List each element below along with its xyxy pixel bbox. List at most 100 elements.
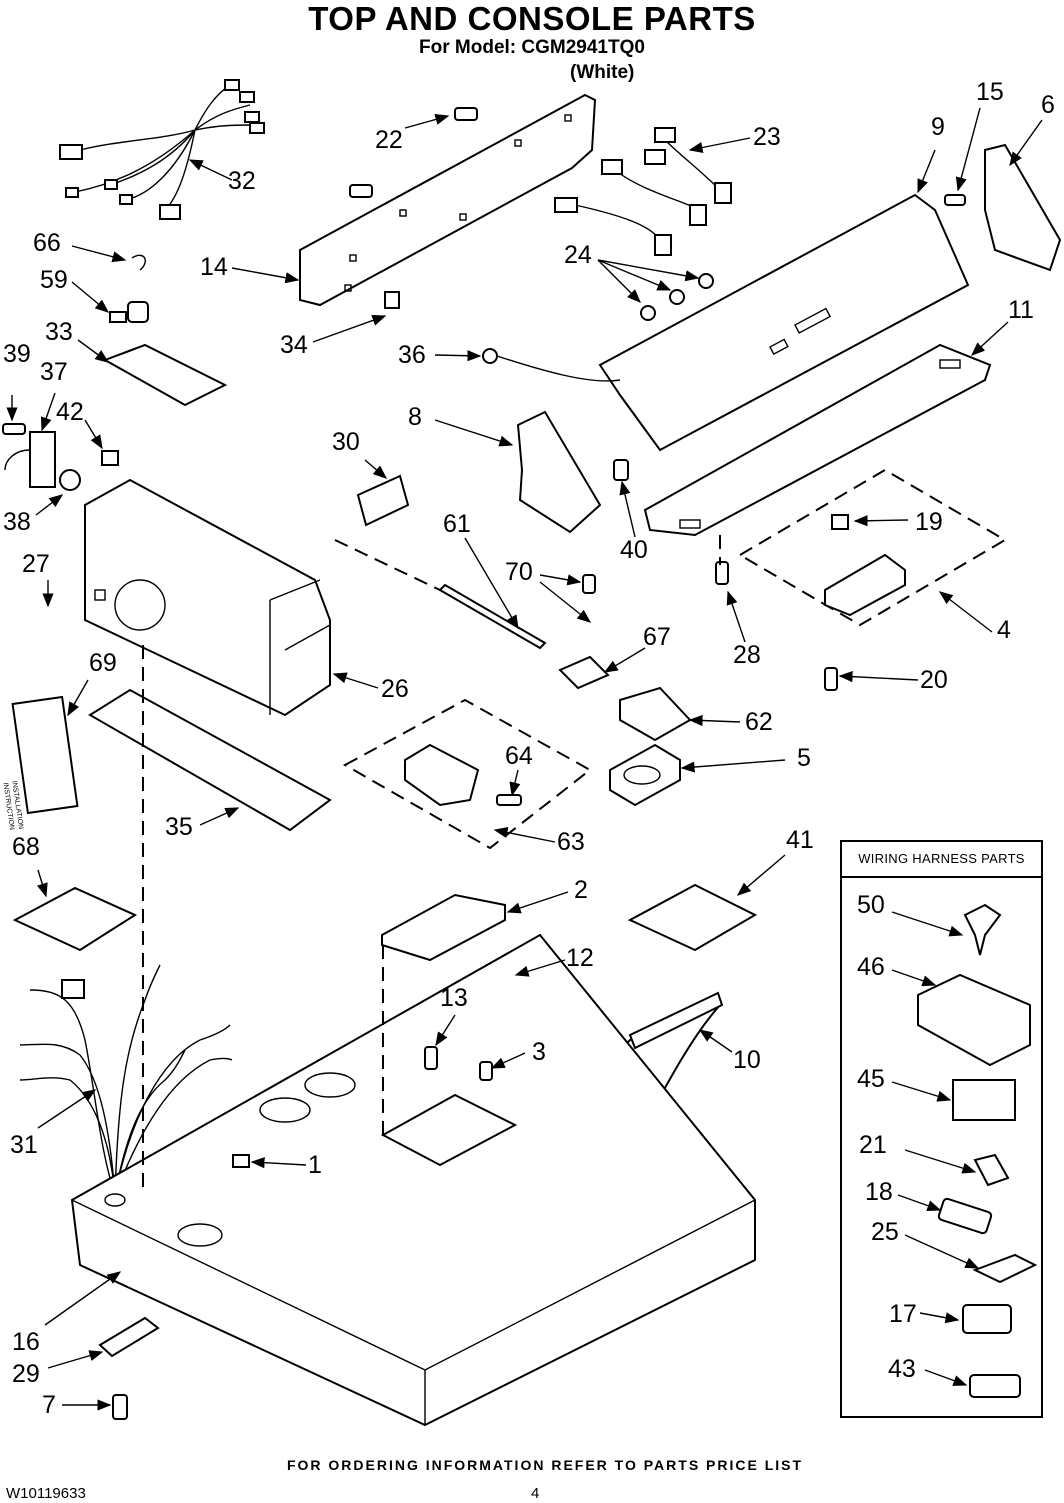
screw-28 [715,561,729,585]
callout-10: 10 [733,1046,761,1074]
callout-50: 50 [857,891,885,919]
callout-1: 1 [308,1151,322,1179]
page-title: TOP AND CONSOLE PARTS [308,0,756,37]
callout-35: 35 [165,813,193,841]
callout-67: 67 [643,623,671,651]
callout-32: 32 [228,167,256,195]
callout-27: 27 [22,550,50,578]
model-subtitle: For Model: CGM2941TQ0 [419,37,645,58]
harness-parts [917,903,1038,1398]
callout-37: 37 [40,358,68,386]
callout-36: 36 [398,341,426,369]
callout-64: 64 [505,742,533,770]
screw-22 [349,107,478,198]
callout-3: 3 [532,1038,546,1066]
callout-63: 63 [557,828,585,856]
screw-15 [944,194,966,206]
callout-8: 8 [408,403,422,431]
callout-20: 20 [920,666,948,694]
callout-46: 46 [857,953,885,981]
wire-harness-31 [19,964,233,1196]
wire-harness-32 [59,79,265,220]
callout-22: 22 [375,126,403,154]
callout-66: 66 [33,229,61,257]
leader-lines [6,107,1043,1411]
knob-19 [831,514,849,530]
screw-39 [2,423,26,435]
callout-70: 70 [505,558,533,586]
plate-67 [558,655,610,690]
callout-59: 59 [40,266,68,294]
callout-69: 69 [89,649,117,677]
screw-20 [824,667,838,691]
document-number: W10119633 [6,1485,86,1502]
rod-61 [438,583,547,650]
callout-45: 45 [857,1065,885,1093]
instruction-book-69 [11,695,79,815]
nut-42 [101,450,119,466]
screw-7 [112,1394,128,1420]
bracket-33 [102,343,228,407]
callout-38: 38 [3,508,31,536]
timer-37 [4,431,81,491]
endcap-8 [516,410,602,534]
callout-16: 16 [12,1328,40,1356]
wiring-harness-divider [842,876,1041,878]
callout-39: 39 [3,340,31,368]
callout-31: 31 [10,1131,38,1159]
callout-29: 29 [12,1360,40,1388]
top-panel-16 [70,933,756,1427]
knob-post-59-66 [109,254,149,323]
callout-12: 12 [566,944,594,972]
screw-70 [582,574,596,594]
terminal-64 [496,794,522,806]
wiring-harness-box [840,840,1043,1418]
callout-17: 17 [889,1300,917,1328]
clip-1 [232,1154,250,1168]
callout-41: 41 [786,826,814,854]
frame-13 [380,1093,518,1167]
cover-2 [381,893,506,962]
callout-5: 5 [797,744,811,772]
sheet-35 [88,688,332,832]
callout-40: 40 [620,536,648,564]
bracket-62 [619,686,692,742]
callout-23: 23 [753,123,781,151]
callout-26: 26 [381,675,409,703]
terminal-36 [482,348,498,364]
callout-7: 7 [42,1391,56,1419]
console-panel-14 [299,93,597,309]
callout-21: 21 [859,1131,887,1159]
callout-34: 34 [280,331,308,359]
callout-11: 11 [1008,296,1034,324]
knobs-24 [640,273,714,321]
wiring-harness-title: WIRING HARNESS PARTS [858,851,1025,866]
callout-33: 33 [45,318,73,346]
callout-19: 19 [915,508,943,536]
callout-24: 24 [564,241,592,269]
screw-40 [613,459,629,481]
ordering-note: FOR ORDERING INFORMATION REFER TO PARTS … [286,1457,804,1473]
lint-cover-5 [609,743,681,807]
callout-42: 42 [56,398,84,426]
callout-6: 6 [1041,91,1055,119]
console-rail-11 [643,343,992,537]
switch-harness-23 [554,127,732,256]
callout-14: 14 [200,253,228,281]
color-subtitle: (White) [570,62,635,83]
callout-9: 9 [931,113,945,141]
pad-68 [12,886,138,952]
door-switch-63 [404,743,480,807]
callout-28: 28 [733,641,761,669]
page-number: 4 [531,1485,540,1502]
switch-4 [824,553,906,617]
callout-4: 4 [997,616,1011,644]
callout-15: 15 [976,78,1004,106]
callout-68: 68 [12,833,40,861]
callout-62: 62 [745,708,773,736]
callout-43: 43 [888,1355,916,1383]
bracket-30 [356,474,410,527]
callout-13: 13 [440,984,468,1012]
callout-61: 61 [443,510,471,538]
